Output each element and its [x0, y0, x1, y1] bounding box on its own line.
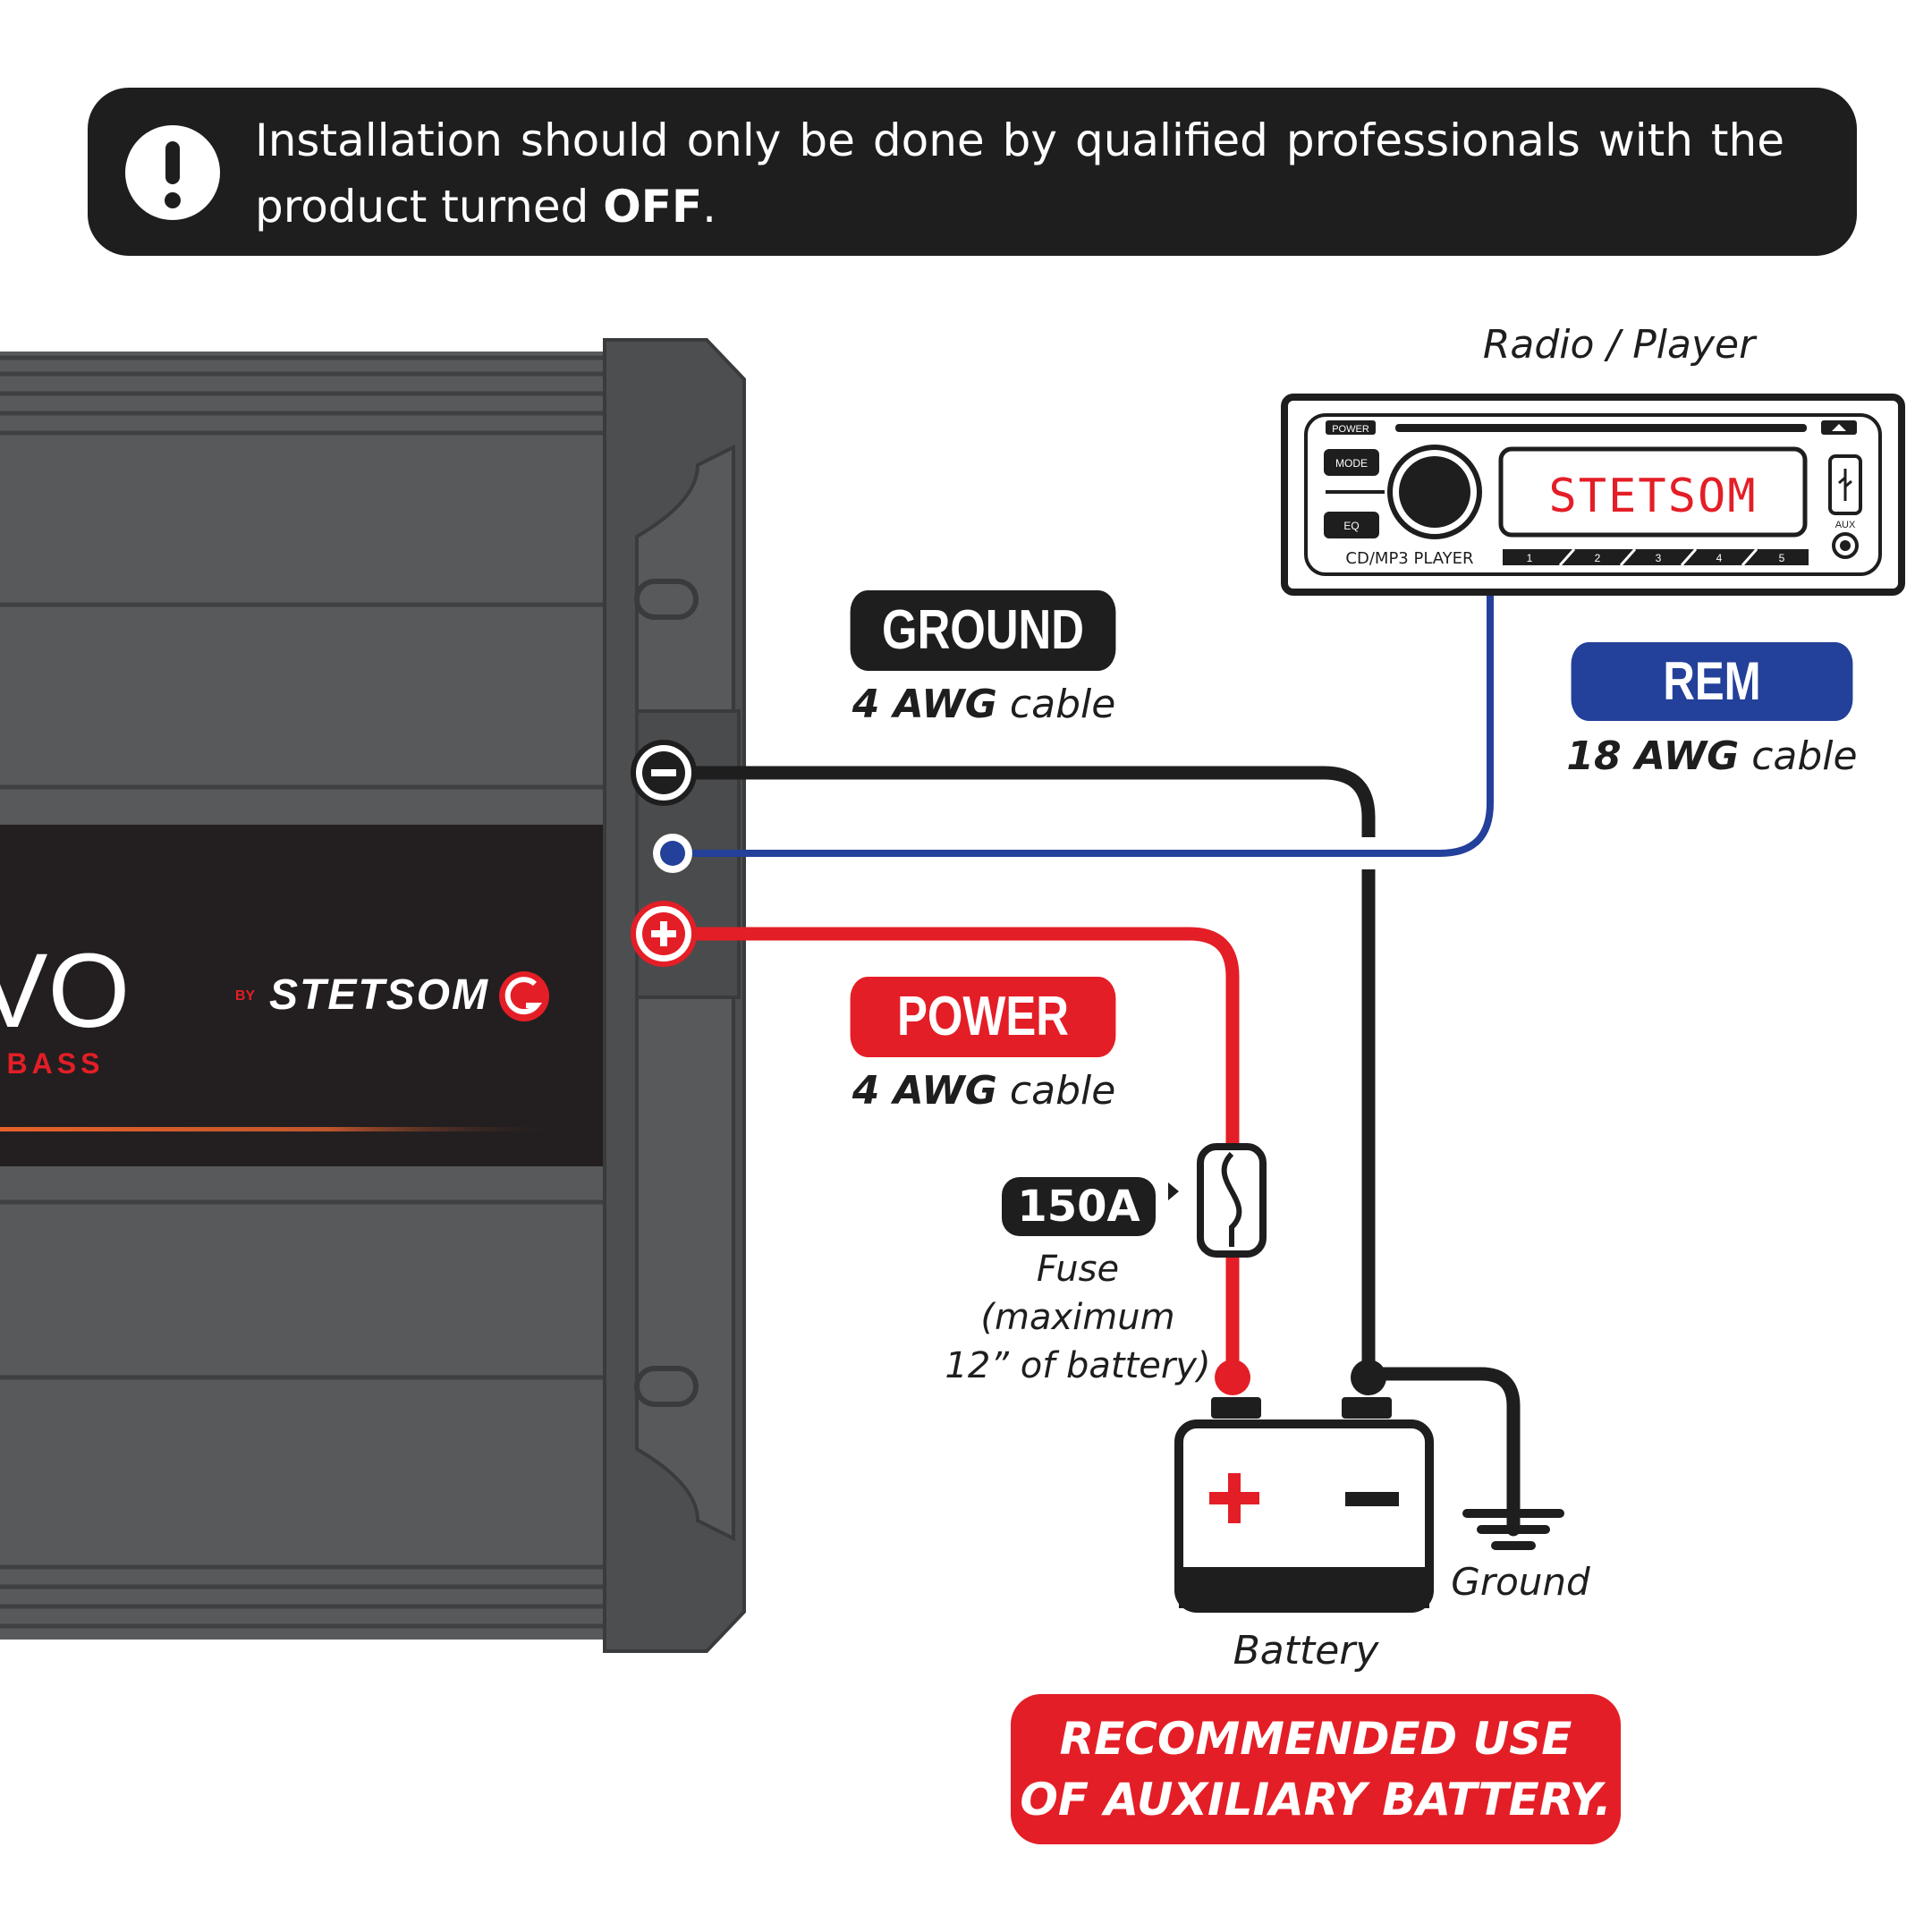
remote-label: REM (remote) — [1571, 642, 1853, 790]
svg-text:AUX: AUX — [1835, 520, 1856, 530]
radio-power-button — [1326, 420, 1376, 435]
remote-gauge-caption: 18 AWG cable — [1566, 733, 1858, 779]
svg-text:MODE: MODE — [1335, 457, 1368, 470]
minus-icon — [651, 769, 676, 776]
brand-prefix: BY — [235, 988, 256, 1004]
svg-text:EQ: EQ — [1343, 520, 1359, 532]
svg-text:2: 2 — [1595, 552, 1601, 564]
plus-icon — [660, 921, 667, 946]
svg-text:5: 5 — [1779, 552, 1785, 564]
radio-preset-buttons: 1 2 3 4 5 — [1503, 548, 1809, 566]
svg-text:3: 3 — [1656, 552, 1662, 564]
warning-emphasis: OFF — [603, 181, 703, 233]
ground-gauge-caption: 4 AWG cable — [852, 682, 1116, 727]
ground-terminal — [631, 740, 697, 806]
amplifier: VO BASS BY STETSOM — [0, 338, 746, 1653]
exclamation-circle-icon — [125, 125, 220, 220]
ground-symbol-label: Ground — [1451, 1560, 1590, 1604]
brand-logo-icon — [499, 971, 549, 1021]
radio-display — [1498, 446, 1808, 538]
warning-banner — [88, 88, 1857, 256]
fuse-rating-badge: 150A — [1002, 1177, 1156, 1236]
battery-label: Battery — [1233, 1628, 1379, 1674]
amplifier-sub-label: BASS — [7, 1047, 105, 1080]
fuse-caption: Fuse (maximum 12” of battery) — [945, 1249, 1211, 1386]
svg-text:4: 4 — [1716, 552, 1723, 564]
power-label: POWER — [850, 977, 1116, 1057]
svg-text:1: 1 — [1527, 552, 1533, 564]
battery-icon — [1174, 1360, 1434, 1613]
svg-text:POWER: POWER — [1332, 424, 1369, 435]
wires — [657, 589, 1521, 1528]
radio-display-text: STETSOM — [1548, 470, 1757, 523]
battery-minus-icon — [1345, 1492, 1399, 1506]
radio-eq-button — [1324, 512, 1379, 538]
remote-terminal — [653, 834, 692, 873]
ground-symbol-icon — [1462, 1504, 1564, 1550]
chassis-ground-wire — [1361, 1367, 1521, 1528]
power-gauge-caption: 4 AWG cable — [852, 1068, 1116, 1114]
radio-player: POWER MODE EQ STETSOM AUX CD/MP3 PLAYER — [1281, 394, 1905, 596]
power-terminal — [631, 901, 697, 967]
recommendation-banner: RECOMMENDED USE OF AUXILIARY BATTERY. — [1011, 1694, 1621, 1844]
eject-icon — [1832, 424, 1846, 431]
amplifier-model-text: VO — [0, 932, 130, 1050]
remote-wire — [669, 589, 1494, 857]
radio-mode-button — [1324, 449, 1379, 476]
fuse-icon — [1168, 1143, 1267, 1258]
brand-logo-text: STETSOM — [269, 971, 489, 1019]
power-wire — [657, 927, 1240, 1385]
ground-label: GROUND — [850, 590, 1116, 671]
radio-model-label: CD/MP3 PLAYER — [1345, 549, 1473, 568]
radio-caption: Radio / Player — [1482, 322, 1756, 368]
ground-wire — [657, 766, 1376, 1381]
warning-text: Installation should only be done by qual… — [255, 114, 1784, 233]
